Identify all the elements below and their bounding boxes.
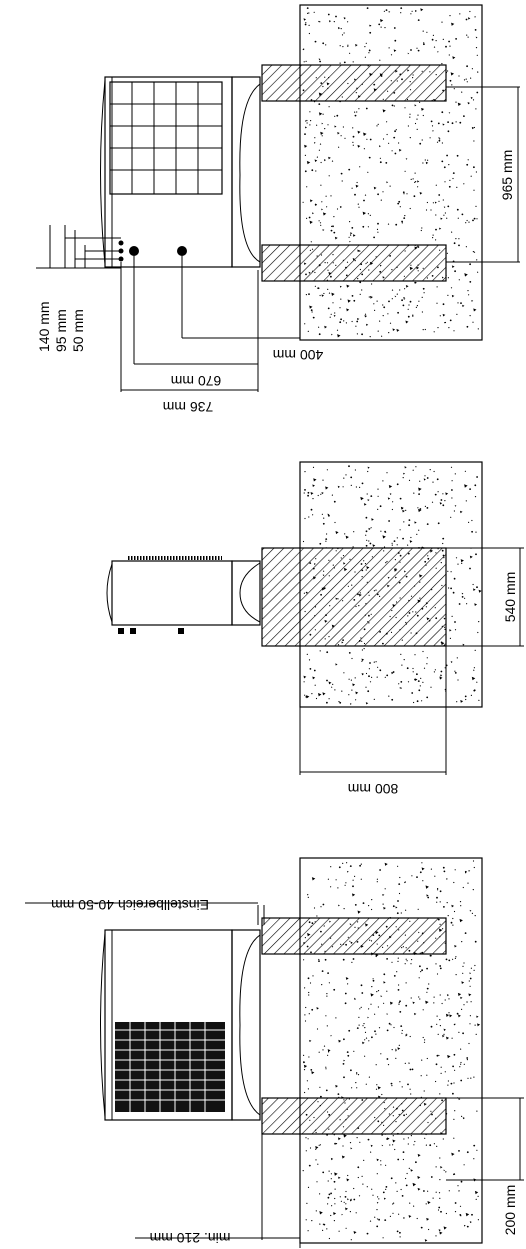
bottom-unit-vent — [115, 1022, 225, 1112]
dim-400: 400 mm — [273, 347, 324, 363]
bottom-rail-2 — [261, 1097, 447, 1135]
dim-140: 140 mm — [36, 301, 52, 352]
top-unit-base — [231, 76, 261, 268]
bottom-unit-base — [231, 929, 261, 1121]
top-view: 140 mm 95 mm 50 mm 736 mm 670 mm 400 mm … — [36, 4, 520, 415]
middle-unit-body — [111, 560, 233, 626]
dim-adjust-range: Einstellbereich 40-50 mm — [51, 897, 209, 913]
top-rail-2 — [261, 244, 447, 282]
dim-540: 540 mm — [502, 572, 518, 623]
top-unit-front-curve — [100, 79, 106, 265]
top-unit-body — [104, 76, 233, 268]
top-connection-1 — [129, 246, 139, 256]
dim-95: 95 mm — [53, 309, 69, 352]
top-rail-1 — [261, 64, 447, 102]
dim-200: 200 mm — [502, 1185, 518, 1236]
middle-unit-base — [231, 560, 261, 626]
bottom-rail-1 — [261, 917, 447, 955]
top-unit-grille — [109, 81, 223, 195]
dim-min-210: min. 210 mm — [150, 1230, 231, 1246]
top-hose — [239, 83, 261, 263]
dim-736: 736 mm — [163, 399, 214, 415]
top-connection-2 — [177, 246, 187, 256]
top-foundation — [299, 4, 483, 341]
bottom-view: Einstellbereich 40-50 mm 200 mm min. 210… — [25, 857, 524, 1248]
dim-800: 800 mm — [348, 781, 399, 797]
top-foundation-speckles — [302, 7, 479, 338]
middle-view: 540 mm 800 mm — [106, 461, 524, 797]
dim-50: 50 mm — [70, 309, 86, 352]
dim-965: 965 mm — [499, 150, 515, 201]
dim-670: 670 mm — [171, 373, 222, 389]
middle-rail — [261, 547, 447, 647]
bottom-foundation — [299, 857, 483, 1244]
